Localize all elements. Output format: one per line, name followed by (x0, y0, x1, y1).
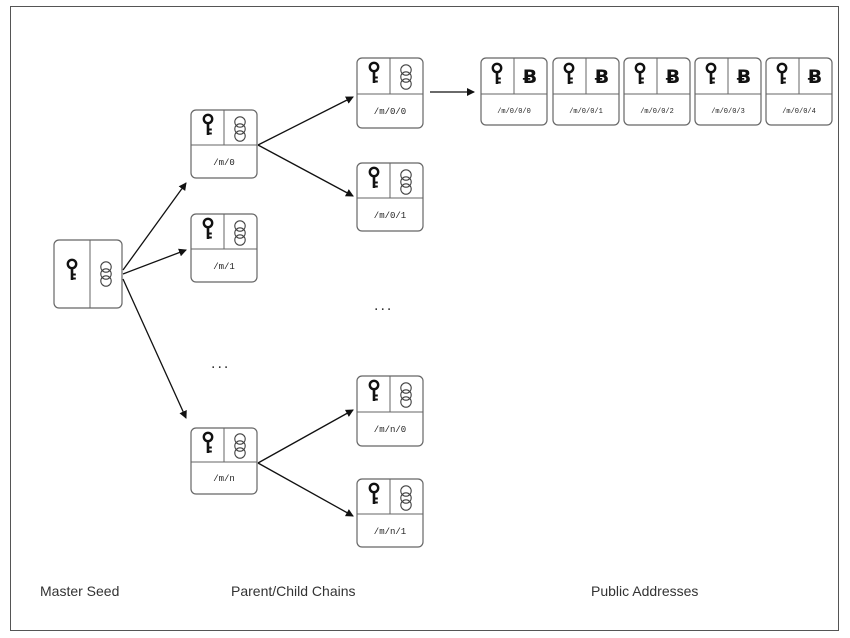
address-node-a2: Ƀ/m/0/0/2 (623, 57, 691, 126)
master-seed-label: Master Seed (40, 583, 119, 599)
children-ellipsis: ... (374, 297, 393, 314)
arrow-master-to-m0 (122, 182, 187, 271)
address-node-a0: Ƀ/m/0/0/0 (480, 57, 548, 126)
bitcoin-icon: Ƀ (523, 66, 537, 88)
arrow-master-to-m1 (122, 248, 187, 275)
arrow-master-to-mn (122, 278, 187, 419)
chain-node-m1: /m/1 (190, 213, 258, 283)
bitcoin-icon: Ƀ (666, 66, 680, 88)
address-node-a1: Ƀ/m/0/0/1 (552, 57, 620, 126)
arrows-layer (122, 88, 475, 517)
node-path-label: /m/n/0 (374, 425, 406, 435)
address-node-a3: Ƀ/m/0/0/3 (694, 57, 762, 126)
master-seed-node (53, 239, 123, 309)
chain-node-m0: /m/0 (190, 109, 258, 179)
parent-child-chains-label: Parent/Child Chains (231, 583, 356, 599)
address-path-label: /m/0/0/3 (711, 108, 745, 116)
address-node-a4: Ƀ/m/0/0/4 (765, 57, 833, 126)
arrow-mn-to-mn1 (257, 462, 354, 517)
node-path-label: /m/n/1 (374, 527, 406, 537)
bitcoin-icon: Ƀ (737, 66, 751, 88)
node-path-label: /m/n (213, 474, 235, 484)
nodes-layer: /m/0/m/1/m/n/m/0/0/m/0/1/m/n/0/m/n/1 Ƀ/m/… (53, 57, 833, 548)
node-path-label: /m/0 (213, 158, 235, 168)
address-path-label: /m/0/0/2 (640, 108, 674, 116)
child-node-m00: /m/0/0 (356, 57, 424, 129)
bitcoin-icon: Ƀ (595, 66, 609, 88)
address-path-label: /m/0/0/1 (569, 108, 603, 116)
arrow-m0-to-m00 (257, 96, 354, 146)
child-node-mn0: /m/n/0 (356, 375, 424, 447)
chains-ellipsis: ... (211, 355, 230, 372)
arrow-mn-to-mn0 (257, 409, 354, 464)
child-node-m01: /m/0/1 (356, 162, 424, 232)
diagram-frame (10, 6, 839, 631)
node-path-label: /m/0/1 (374, 211, 406, 221)
bitcoin-icon: Ƀ (808, 66, 822, 88)
arrow-m0-to-m01 (257, 144, 354, 197)
node-path-label: /m/0/0 (374, 107, 406, 117)
chain-node-mn: /m/n (190, 427, 258, 495)
address-path-label: /m/0/0/4 (782, 108, 816, 116)
node-path-label: /m/1 (213, 262, 235, 272)
public-addresses-label: Public Addresses (591, 583, 698, 599)
child-node-mn1: /m/n/1 (356, 478, 424, 548)
address-path-label: /m/0/0/0 (497, 108, 531, 116)
